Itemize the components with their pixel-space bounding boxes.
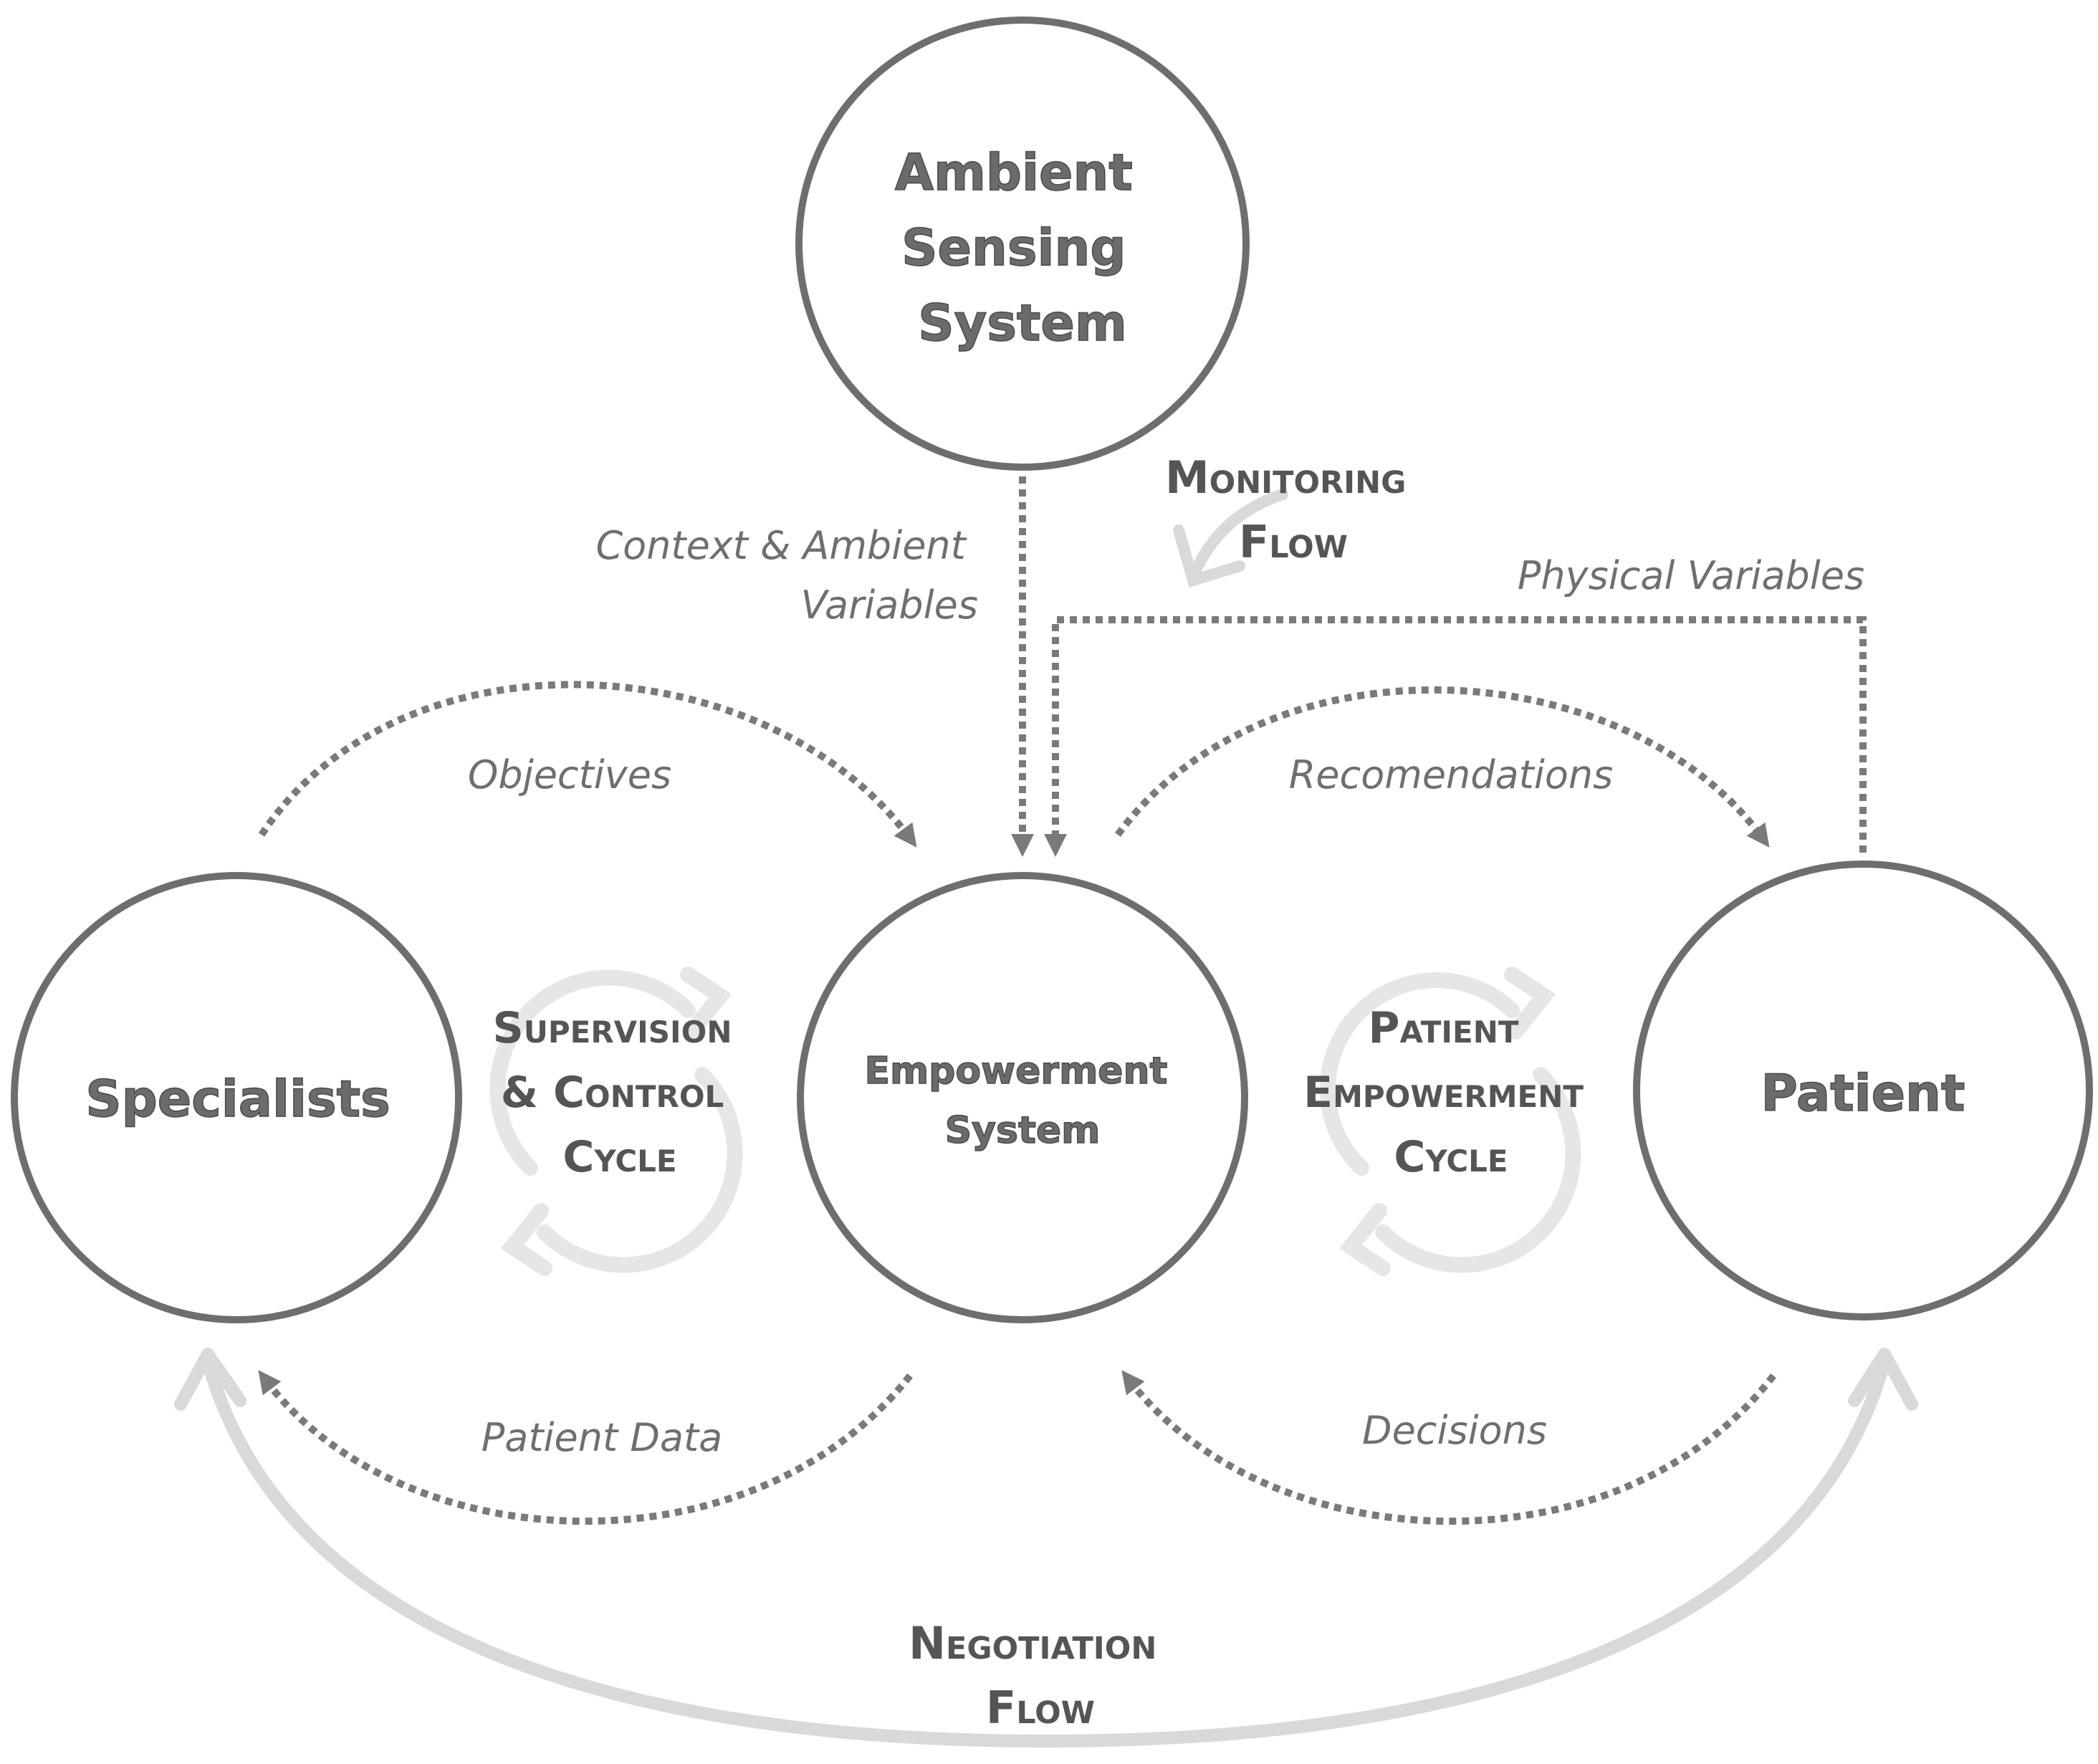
decisions-label: Decisions <box>1362 1408 1547 1453</box>
negotiation-flow-arrow <box>174 1348 1918 1748</box>
specialists-node <box>11 872 462 1323</box>
ambient-sensing-title: Ambient Sensing System <box>895 143 1150 353</box>
monitoring-flow-label: Monitoring Flow <box>1165 451 1422 568</box>
patient-empowerment-cycle-icon <box>1319 967 1581 1276</box>
supervision-cycle-label: Supervision & Control Cycle <box>493 1003 747 1182</box>
physical-variables-arrow <box>1043 616 1867 858</box>
physical-variables-label: Physical Variables <box>1518 553 1864 598</box>
recommendations-label: Recomendations <box>1289 752 1613 797</box>
ambient-sensing-node <box>795 16 1250 471</box>
objectives-label: Objectives <box>468 752 671 797</box>
context-label: Context & Ambient Variables <box>595 523 978 628</box>
empowerment-system-title: Empowerment System <box>864 1050 1180 1152</box>
decisions-arrow <box>1121 1370 1776 1525</box>
node-circles <box>11 16 2093 1323</box>
supervision-cycle-icon <box>489 967 743 1276</box>
empowerment-system-node <box>797 872 1248 1323</box>
negotiation-flow-label: Negotiation Flow <box>909 1617 1172 1734</box>
patient-empowerment-cycle-label: Patient Empowerment Cycle <box>1303 1003 1599 1182</box>
recommendations-arrow <box>1114 686 1770 848</box>
monitoring-flow-icon <box>1173 489 1288 588</box>
patient-data-label: Patient Data <box>482 1415 723 1460</box>
patient-title: Patient <box>1761 1064 1965 1123</box>
connectors <box>258 476 1867 1525</box>
patient-node <box>1633 861 2093 1320</box>
objectives-arrow <box>258 681 917 848</box>
specialists-title: Specialists <box>85 1070 391 1128</box>
